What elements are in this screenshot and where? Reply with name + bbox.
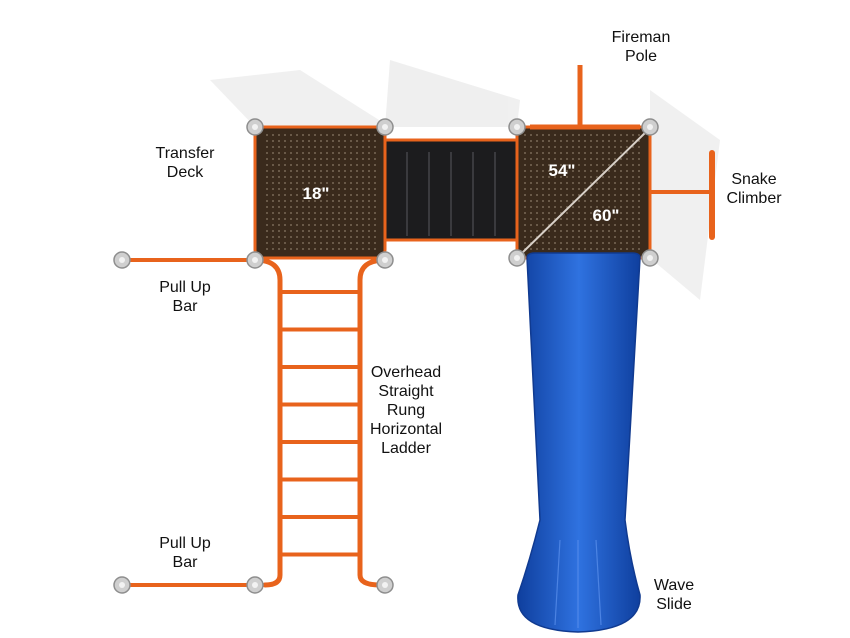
post-cap bbox=[514, 255, 520, 261]
shadow bbox=[210, 60, 720, 300]
post-cap bbox=[382, 582, 388, 588]
lower-deck-height: 60" bbox=[593, 206, 620, 225]
post-cap bbox=[382, 257, 388, 263]
post-cap bbox=[647, 124, 653, 130]
wave-slide bbox=[517, 252, 641, 633]
post-cap bbox=[252, 257, 258, 263]
slide-ridges bbox=[554, 539, 602, 628]
post-cap bbox=[252, 124, 258, 130]
post-cap bbox=[514, 124, 520, 130]
post-cap bbox=[252, 582, 258, 588]
post-cap bbox=[382, 124, 388, 130]
deck-divider bbox=[519, 129, 649, 256]
deck-texture bbox=[262, 134, 378, 251]
upper-deck-height: 54" bbox=[549, 161, 576, 180]
post-cap bbox=[119, 257, 125, 263]
snake-climber bbox=[650, 150, 715, 240]
post-cap bbox=[647, 255, 653, 261]
horizontal-ladder bbox=[252, 257, 388, 588]
post-cap bbox=[119, 582, 125, 588]
transfer-deck-height: 18" bbox=[303, 184, 330, 203]
posts bbox=[113, 118, 659, 594]
